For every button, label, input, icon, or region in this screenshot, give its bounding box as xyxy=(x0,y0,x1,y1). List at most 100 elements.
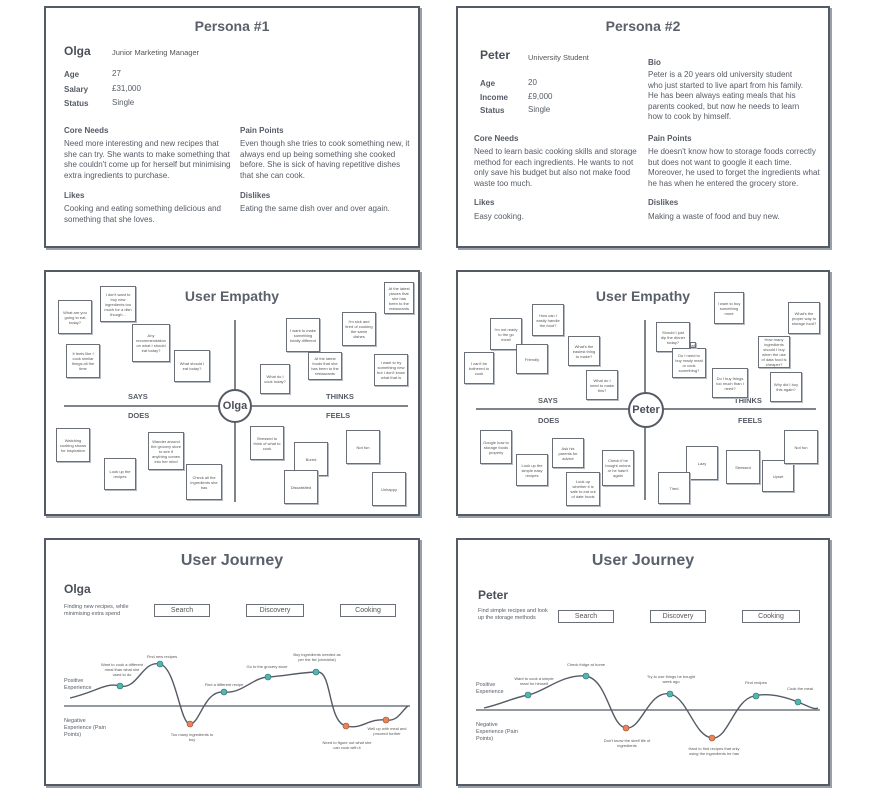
journey-persona-name: Peter xyxy=(478,588,509,602)
persona-card-peter: Persona #2 Peter University Student Age … xyxy=(456,6,830,248)
journey-point: Hard to find recipes that only using the… xyxy=(688,746,740,756)
sticky-note: Tired xyxy=(658,472,690,504)
sticky-note: Is this safe to eat? xyxy=(690,342,696,348)
sticky-note: I want to try something new but I don't … xyxy=(374,354,408,386)
sticky-note: How many ingredients should I buy when t… xyxy=(758,336,790,368)
journey-point: Check fridge at home xyxy=(566,662,606,667)
sticky-note: Not fun xyxy=(784,430,818,464)
positive-experience-label: Positive Experience xyxy=(64,678,92,691)
journey-point: Cook the meal xyxy=(787,686,813,691)
sticky-note: Lazy xyxy=(686,446,718,480)
sticky-note: I'm not ready to the go meal! xyxy=(490,318,522,350)
sticky-note: Any recommendation on what I should eat … xyxy=(132,324,170,362)
journey-curve xyxy=(476,672,820,742)
field-value: 27 xyxy=(112,69,121,78)
bio-text: Peter is a 20 years old university stude… xyxy=(648,70,804,121)
sticky-note: Unhappy xyxy=(372,472,406,506)
sticky-note: It feels like I cook similar things all … xyxy=(66,344,100,378)
persona-role: University Student xyxy=(528,53,589,62)
journey-point: Find recipes xyxy=(745,680,767,685)
field-label: Age xyxy=(480,79,496,88)
persona-role: Junior Marketing Manager xyxy=(112,48,200,57)
negative-experience-label: Negative Experience (Pain Points) xyxy=(476,722,518,742)
sticky-note: Friendly xyxy=(516,344,548,374)
likes-label: Likes xyxy=(474,198,495,207)
journey-title: User Journey xyxy=(180,552,284,569)
journey-point: Don't know the shelf life of ingredients xyxy=(603,738,651,748)
field-label: Income xyxy=(480,93,509,102)
journey-title: User Journey xyxy=(591,552,695,569)
field-label: Status xyxy=(64,99,89,108)
field-value: Single xyxy=(112,98,135,107)
field-value: £31,000 xyxy=(112,84,141,93)
field-label: Status xyxy=(480,106,505,115)
journey-goal: Finding new recipes, while minimising ex… xyxy=(64,604,129,617)
core-needs-label: Core Needs xyxy=(474,134,519,143)
journey-point: Find new recipes xyxy=(146,654,178,659)
dislikes-label: Dislikes xyxy=(648,198,679,207)
sticky-note: Not fun xyxy=(346,430,380,464)
sticky-note: Look up whether it is safe to eat out of… xyxy=(566,472,600,506)
sticky-note: What do I need to make this? xyxy=(586,370,618,400)
sticky-note: I want to buy something more xyxy=(714,292,744,324)
quadrant-feels: FEELS xyxy=(326,411,351,420)
sticky-note: At the latest foods that she has been to… xyxy=(308,352,342,380)
sticky-note: I don't want to buy new ingredients too … xyxy=(100,286,136,322)
sticky-note: Do I need to buy ready meal or cook some… xyxy=(672,348,706,378)
likes-text: Cooking and eating something delicious a… xyxy=(64,204,221,224)
pain-points-text: He doesn't know how to storage foods cor… xyxy=(648,147,820,188)
sticky-note: What do I cook today? xyxy=(260,364,290,394)
dislikes-text: Eating the same dish over and over again… xyxy=(240,204,390,213)
journey-point: Want to cook a simple meal for himself xyxy=(514,676,554,686)
persona-title: Persona #2 xyxy=(605,18,681,34)
sticky-note: Why did I buy this again? xyxy=(770,372,802,402)
stage-search: Search xyxy=(558,610,614,623)
sticky-note: Do I buy things too much than I need? xyxy=(712,368,748,398)
quadrant-thinks: THINKS xyxy=(734,396,762,405)
persona-title: Persona #1 xyxy=(194,18,270,34)
core-needs-text: Need to learn basic cooking skills and s… xyxy=(474,147,637,188)
journey-point: Try to use things he bought week ago xyxy=(646,674,696,684)
stage-discovery: Discovery xyxy=(650,610,706,623)
journey-point: Need to figure out what she can cook wit… xyxy=(322,740,372,750)
sticky-note: What's the proper way to storage food? xyxy=(788,302,820,334)
journey-point: Go to the grocery store xyxy=(246,664,288,669)
empathy-map-peter: User Empathy SAYS THINKS DOES FEELS Pete… xyxy=(456,270,830,516)
sticky-note: Stressed xyxy=(726,450,760,484)
journey-point: Want to cook a different meal than what … xyxy=(100,662,144,677)
journey-point: Find a different recipe xyxy=(204,682,244,687)
user-journey-peter: User Journey Peter Find simple recipes a… xyxy=(456,538,830,786)
sticky-note: I can't be bothered to cook xyxy=(464,352,494,384)
persona-name: Peter xyxy=(480,48,511,62)
sticky-note: Stressed to think of what to cook xyxy=(250,426,284,460)
field-value: Single xyxy=(528,105,551,114)
pain-points-label: Pain Points xyxy=(240,126,284,135)
sticky-note: Check if he bought onions or he hasn't a… xyxy=(602,450,634,486)
sticky-note: What should I eat today? xyxy=(174,350,210,382)
field-label: Age xyxy=(64,70,80,79)
negative-experience-label: Negative Experience (Pain Points) xyxy=(64,718,106,738)
quadrant-says: SAYS xyxy=(128,392,148,401)
sticky-note: I want to make something totally differe… xyxy=(286,318,320,352)
journey-point: Too many ingredients to buy xyxy=(170,732,214,742)
empathy-title: User Empathy xyxy=(184,288,280,304)
journey-point: Buy ingredients needed as per the list (… xyxy=(293,652,341,662)
likes-text: Easy cooking. xyxy=(474,212,524,221)
quadrant-does: DOES xyxy=(128,411,150,420)
positive-experience-label: Positive Experience xyxy=(476,682,504,695)
likes-label: Likes xyxy=(64,191,85,200)
quadrant-thinks: THINKS xyxy=(326,392,354,401)
sticky-note: Upset xyxy=(762,460,794,492)
sticky-note: Google how to storage foods properly xyxy=(480,430,512,464)
field-value: 20 xyxy=(528,78,537,87)
sticky-note: Wander around the grocery store to see i… xyxy=(148,432,184,470)
field-label: Salary xyxy=(64,85,89,94)
empathy-center-olga: Olga xyxy=(218,389,252,423)
stage-search: Search xyxy=(154,604,210,617)
bio-label: Bio xyxy=(648,58,661,67)
journey-persona-name: Olga xyxy=(64,582,91,596)
sticky-note: Look up the recipes xyxy=(104,458,136,490)
sticky-note: How can I easily handle the food? xyxy=(532,304,564,336)
sticky-note: What are you going to eat today? xyxy=(58,300,92,334)
quadrant-feels: FEELS xyxy=(738,416,763,425)
